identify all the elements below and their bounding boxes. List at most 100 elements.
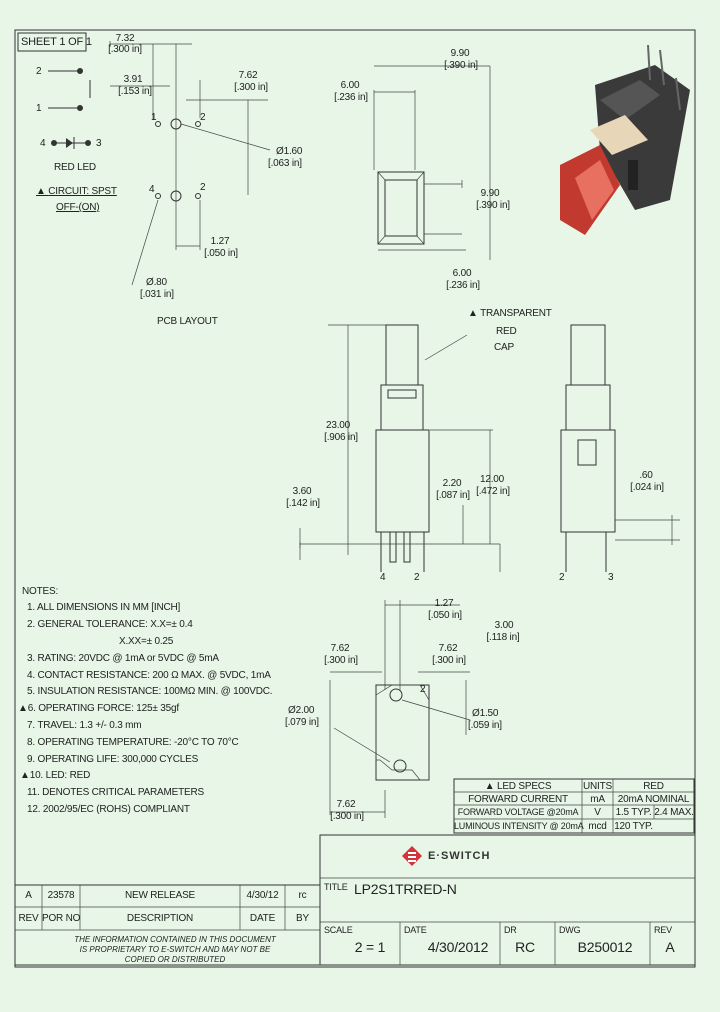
rev-value: A <box>665 939 675 955</box>
dim-label: [.031 in] <box>140 289 174 300</box>
note-12: 12. 2002/95/EC (ROHS) COMPLIANT <box>27 804 190 815</box>
led-table-cell: 2.4 MAX. <box>654 807 694 818</box>
front-pin-2: 2 <box>414 572 420 583</box>
led-table-header-red: RED <box>643 781 664 792</box>
dim-label: .60 <box>639 470 653 481</box>
por-header: POR NO <box>42 913 81 924</box>
dim-label: [.063 in] <box>268 158 302 169</box>
title-label: TITLE <box>324 882 348 892</box>
pcb-pin-2b: 2 <box>200 182 206 193</box>
dim-label: [.300 in] <box>330 811 364 822</box>
bottom-pin-2: 2 <box>420 684 426 695</box>
dim-label: [.153 in] <box>118 86 152 97</box>
dim-label: [.118 in] <box>486 632 520 643</box>
side-pin-3: 3 <box>608 572 614 583</box>
desc-header: DESCRIPTION <box>126 913 194 924</box>
pcb-pin-4: 4 <box>149 184 155 195</box>
dim-label: [.087 in] <box>436 490 470 501</box>
note-5: 5. INSULATION RESISTANCE: 100MΩ MIN. @ 1… <box>27 686 273 697</box>
dim-label: 23.00 <box>325 420 351 431</box>
led-table-cell: mcd <box>588 821 607 832</box>
transparent-label: ▲ TRANSPARENT <box>468 308 552 319</box>
led-table-cell: FORWARD VOLTAGE @20mA <box>457 807 579 817</box>
date-header: DATE <box>249 913 276 924</box>
scale-value: 2 = 1 <box>354 939 386 955</box>
led-table-cell: mA <box>590 794 605 805</box>
circuit-label: ▲ CIRCUIT: SPST <box>36 186 117 197</box>
rev-entry: A <box>25 890 32 901</box>
dim-label: 3.91 <box>123 74 143 85</box>
pcb-pin-1: 1 <box>151 112 157 123</box>
led-table-header: ▲ LED SPECS <box>484 781 552 792</box>
dim-label: Ø1.50 <box>472 708 499 719</box>
part-title: LP2S1TRRED-N <box>354 881 457 897</box>
note-2: 2. GENERAL TOLERANCE: X.X=± 0.4 <box>27 619 193 630</box>
brand-name: E·SWITCH <box>428 850 491 862</box>
led-table-cell: 20mA NOMINAL <box>617 794 690 805</box>
dr-label: DR <box>504 925 517 935</box>
rev-label: REV <box>654 925 672 935</box>
note-9: 9. OPERATING LIFE: 300,000 CYCLES <box>27 754 199 765</box>
dim-label: [.300 in] <box>108 44 142 55</box>
dim-label: [.059 in] <box>468 720 502 731</box>
rev-header: REV <box>18 913 39 924</box>
dim-label: Ø.80 <box>146 277 167 288</box>
dwg-value: B250012 <box>577 939 633 955</box>
dim-label: 3.60 <box>292 486 312 497</box>
dim-label: [.472 in] <box>476 486 510 497</box>
led-table-cell: 120 TYP. <box>614 821 653 832</box>
dim-label: [.236 in] <box>446 280 480 291</box>
scale-label: SCALE <box>324 925 353 935</box>
dim-label: [.906 in] <box>324 432 358 443</box>
dwg-label: DWG <box>559 925 581 935</box>
dim-label: [.050 in] <box>428 610 462 621</box>
dim-label: Ø2.00 <box>288 705 315 716</box>
pin-1-label: 1 <box>36 103 42 114</box>
date-label: DATE <box>404 925 427 935</box>
pin-2-label: 2 <box>36 66 42 77</box>
pcb-pin-2: 2 <box>200 112 206 123</box>
dim-label: 7.62 <box>238 70 258 81</box>
dim-label: 7.62 <box>336 799 356 810</box>
dim-label: 1.27 <box>210 236 230 247</box>
proprietary-notice: THE INFORMATION CONTAINED IN THIS DOCUME… <box>74 935 276 964</box>
dim-label: 6.00 <box>340 80 360 91</box>
dim-label: [.390 in] <box>476 200 510 211</box>
red-cap-label: RED <box>496 326 517 337</box>
note-8: 8. OPERATING TEMPERATURE: -20°C TO 70°C <box>27 737 239 748</box>
dim-label: [.079 in] <box>285 717 319 728</box>
red-led-label: RED LED <box>54 162 96 173</box>
cap-label: CAP <box>494 342 514 353</box>
dim-label: [.300 in] <box>324 655 358 666</box>
dim-label: 1.27 <box>434 598 454 609</box>
dim-label: 9.90 <box>480 188 500 199</box>
note-6: ▲6. OPERATING FORCE: 125± 35gf <box>18 703 179 714</box>
led-table-cell: FORWARD CURRENT <box>468 794 568 805</box>
pcb-layout-label: PCB LAYOUT <box>157 316 218 327</box>
dim-label: 2.20 <box>442 478 462 489</box>
dim-label: [.300 in] <box>432 655 466 666</box>
por-entry: 23578 <box>47 890 75 901</box>
dim-label: Ø1.60 <box>276 146 303 157</box>
dim-label: 7.62 <box>438 643 458 654</box>
side-pin-2: 2 <box>559 572 565 583</box>
by-entry: rc <box>298 890 307 901</box>
dim-label: 9.90 <box>450 48 470 59</box>
dim-label: [.050 in] <box>204 248 238 259</box>
dim-label: [.142 in] <box>286 498 320 509</box>
note-2b: X.XX=± 0.25 <box>119 636 174 647</box>
dim-label: 6.00 <box>452 268 472 279</box>
led-table-cell: V <box>594 807 601 818</box>
date-value: 4/30/2012 <box>427 939 489 955</box>
off-on-label: OFF-(ON) <box>56 202 100 213</box>
dim-label: [.390 in] <box>444 60 478 71</box>
date-entry: 4/30/12 <box>246 890 279 901</box>
note-3: 3. RATING: 20VDC @ 1mA or 5VDC @ 5mA <box>27 653 219 664</box>
dim-label: 7.62 <box>330 643 350 654</box>
note-10: ▲10. LED: RED <box>20 770 91 781</box>
note-4: 4. CONTACT RESISTANCE: 200 Ω MAX. @ 5VDC… <box>27 670 271 681</box>
dim-label: 7.32 <box>115 33 135 44</box>
